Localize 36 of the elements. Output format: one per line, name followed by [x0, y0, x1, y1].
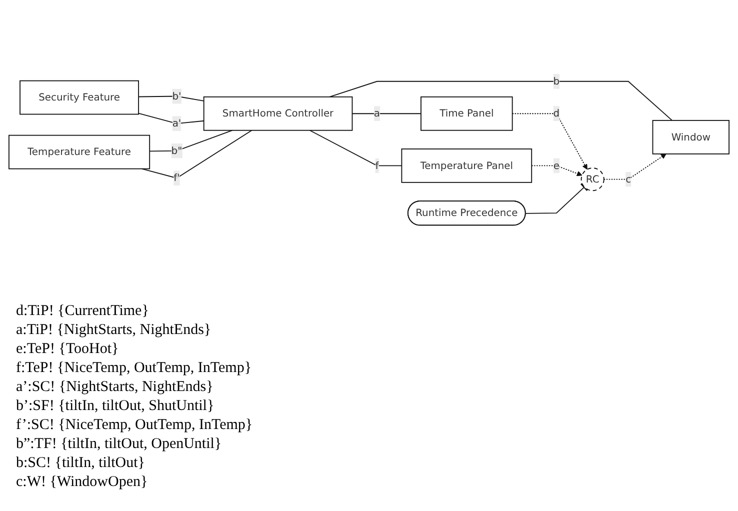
edge-label: c [626, 174, 632, 186]
edge-label: a' [172, 118, 182, 130]
note-text: c:W! {WindowOpen} [16, 473, 149, 492]
edge-label: f' [174, 172, 180, 184]
note-text: f’:SC! {NiceTemp, OutTemp, InTemp} [16, 416, 254, 435]
arrow [512, 114, 588, 170]
note-text: a’:SC! {NightStarts, NightEnds} [16, 378, 214, 397]
note-text: b’:SF! {tiltIn, tiltOut, ShutUntil} [16, 397, 216, 416]
connector [309, 130, 402, 167]
edge-label: b" [171, 145, 182, 157]
node-box: Window [652, 120, 730, 155]
node-box: Temperature Feature [8, 135, 150, 170]
node-circle: RC [580, 168, 604, 192]
node-box: Temperature Panel [401, 148, 532, 184]
arrow [531, 166, 582, 177]
node-box: Time Panel [420, 96, 513, 132]
note-text: b:SC! {tiltIn, tiltOut} [16, 454, 146, 473]
note-text: a:TiP! {NightStarts, NightEnds} [16, 321, 212, 340]
note-text: d:TiP! {CurrentTime} [16, 302, 150, 321]
edge-label: a [374, 108, 380, 120]
note-text: e:TeP! {TooHot} [16, 340, 120, 359]
edge-label: e [553, 160, 560, 172]
connector [138, 96, 204, 102]
edge-label: f [375, 160, 379, 172]
edge-label: d [553, 108, 560, 120]
connector [138, 113, 204, 124]
note-text: f:TeP! {NiceTemp, OutTemp, InTemp} [16, 359, 253, 378]
connector [149, 130, 233, 152]
connector [525, 183, 588, 214]
node-box: SmartHome Controller [203, 96, 353, 132]
edge-label: b' [172, 90, 182, 102]
arrow [603, 154, 666, 180]
edge-label: b [553, 76, 560, 88]
note-text: b”:TF! {tiltIn, tiltOut, OpenUntil} [16, 435, 223, 454]
node-box: Security Feature [20, 80, 139, 116]
connector [328, 81, 673, 122]
